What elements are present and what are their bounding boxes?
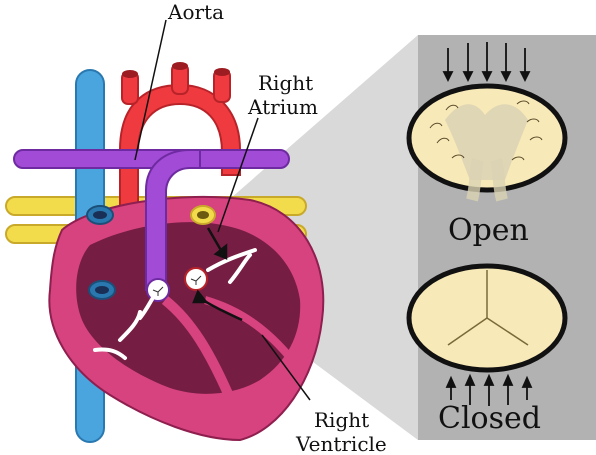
- open-downward-arrows: [442, 42, 531, 83]
- open-valve: [406, 42, 568, 202]
- pulmonary-valve: [146, 278, 170, 302]
- right-ventricle-label-line2: Ventricle: [295, 432, 387, 455]
- aortic-valve: [184, 267, 208, 291]
- closed-upward-arrows: [445, 373, 533, 406]
- open-valve-leaflets: [445, 104, 528, 180]
- leader-lines: [134, 19, 311, 401]
- closed-valve: [406, 263, 568, 406]
- open-label: Open: [448, 213, 529, 248]
- right-atrium-label-line1: Right: [258, 71, 313, 95]
- septum: [161, 296, 240, 412]
- right-atrium-label-line2: Atrium: [247, 95, 318, 119]
- flow-arrows: [192, 227, 243, 322]
- right-ventricle-wall: [203, 296, 304, 373]
- mitral-leaflets: [206, 248, 257, 272]
- closed-valve-seams: [447, 270, 529, 346]
- tricuspid-leaflets: [93, 347, 127, 360]
- aorta-label: Aorta: [167, 0, 224, 24]
- pulmonary-artery: [13, 149, 290, 291]
- heart-valves: [93, 248, 257, 360]
- vessel-openings: [86, 205, 216, 300]
- right-ventricle-label-line1: Right: [314, 408, 369, 432]
- closed-label: Closed: [438, 401, 541, 436]
